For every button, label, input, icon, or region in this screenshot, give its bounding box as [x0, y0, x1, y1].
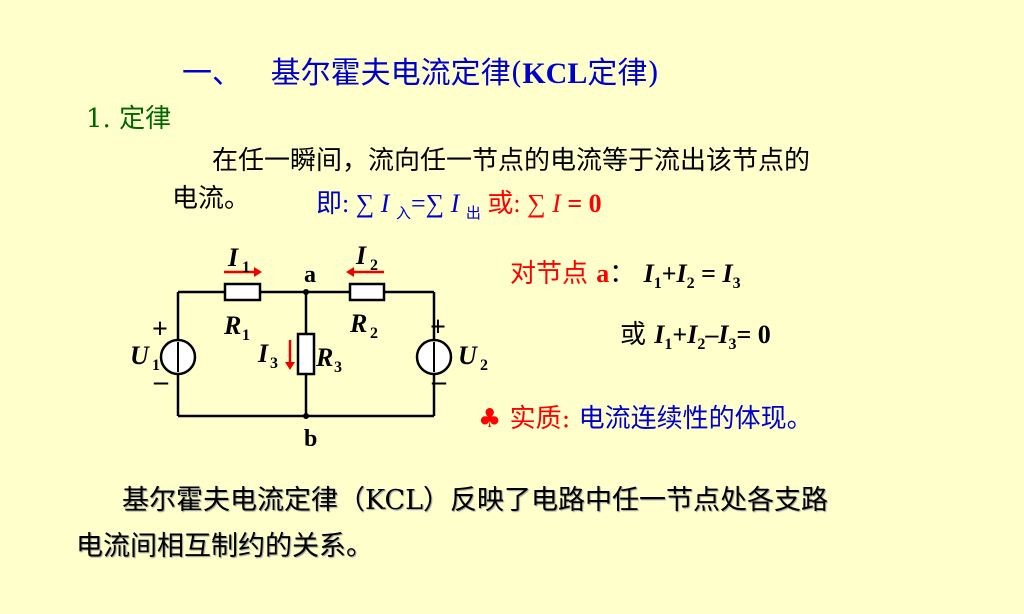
title-main: 基尔霍夫电流定律( [270, 56, 523, 91]
section-heading: 1. 定律 [86, 98, 171, 135]
kcl-formula: 即: ∑ I 入=∑ I 出 或: ∑ I = 0 [316, 183, 602, 223]
formula-i-out: I [450, 189, 460, 218]
section-label: 定律 [119, 104, 172, 134]
alt-eq-expression: I1+I2–I3= 0 [654, 320, 771, 354]
arrow-i1-icon [224, 267, 262, 277]
formula-i-total: I [552, 189, 561, 218]
u1-plus: + [152, 314, 168, 345]
formula-or: 或: [487, 189, 521, 218]
title-suffix: 定律) [587, 56, 660, 91]
title-kcl: KCL [522, 57, 588, 90]
formula-i-in: I [380, 189, 390, 218]
formula-lead: 即: [316, 189, 350, 218]
u1-minus: – [153, 366, 169, 397]
summary-line-2: 电流间相互制约的关系。 [76, 531, 373, 562]
label-i1-sub: 1 [242, 259, 250, 276]
u2-minus: – [431, 366, 447, 397]
label-u1: U [130, 341, 150, 370]
node-a-dot [303, 289, 309, 295]
label-i2-sub: 2 [370, 257, 378, 274]
node-eq-label: 对节点 [510, 259, 589, 289]
formula-eq: = [410, 189, 426, 218]
label-i3: I [257, 339, 269, 368]
page-title: 一、 基尔霍夫电流定律(KCL定律) [182, 48, 659, 92]
definition-line-2: 电流。 [172, 184, 251, 214]
label-node-b: b [304, 426, 317, 452]
alt-eq-or: 或 [620, 320, 647, 350]
label-u2-sub: 2 [480, 357, 488, 374]
label-r2-sub: 2 [370, 325, 378, 342]
node-eq-expression: I1+I2 = I3 [643, 259, 741, 293]
label-i2: I [355, 241, 367, 270]
formula-sub-in: 入 [395, 206, 411, 223]
label-i3-sub: 3 [270, 355, 278, 372]
sigma-out: ∑ [425, 189, 445, 218]
node-b-dot [303, 413, 309, 419]
essence-note: ♣ 实质: 电流连续性的体现。 [478, 398, 813, 435]
label-node-a: a [304, 262, 316, 288]
label-r3: R [315, 343, 333, 372]
label-i1: I [227, 243, 239, 272]
label-r1-sub: 1 [242, 327, 250, 344]
alt-equation: 或 I1+I2–I3= 0 [620, 314, 771, 354]
node-a-equation: 对节点 a： I1+I2 = I3 [510, 253, 741, 293]
essence-text: 电流连续性的体现。 [578, 404, 813, 434]
node-eq-node: a [596, 259, 610, 288]
label-r2: R [349, 309, 367, 338]
formula-sub-out: 出 [465, 206, 481, 223]
circuit-diagram: I 1 I 2 a b R 1 R 2 I 3 R 3 U 1 U 2 + – … [130, 241, 488, 452]
sigma-total: ∑ [527, 189, 546, 218]
formula-zero: = 0 [567, 189, 602, 218]
u2-plus: + [430, 312, 446, 343]
section-number: 1. [86, 104, 111, 134]
arrow-i2-icon [346, 267, 384, 277]
resistor-r1 [223, 282, 262, 302]
sigma-in: ∑ [355, 189, 375, 218]
arrow-i3-icon [285, 340, 295, 370]
club-bullet-icon: ♣ [478, 404, 502, 434]
resistor-r3 [296, 332, 316, 376]
label-u1-sub: 1 [152, 357, 160, 374]
label-r1: R [223, 311, 241, 340]
definition-line-1: 在任一瞬间，流向任一节点的电流等于流出该节点的 [212, 146, 811, 176]
essence-label: 实质: [509, 404, 571, 434]
title-prefix: 一、 [182, 56, 242, 91]
label-r3-sub: 3 [334, 359, 342, 376]
summary-line-1: 基尔霍夫电流定律（KCL）反映了电路中任一节点处各支路 [122, 485, 829, 516]
label-u2: U [458, 341, 478, 370]
node-eq-colon: ： [609, 259, 636, 289]
resistor-r2 [348, 282, 386, 302]
